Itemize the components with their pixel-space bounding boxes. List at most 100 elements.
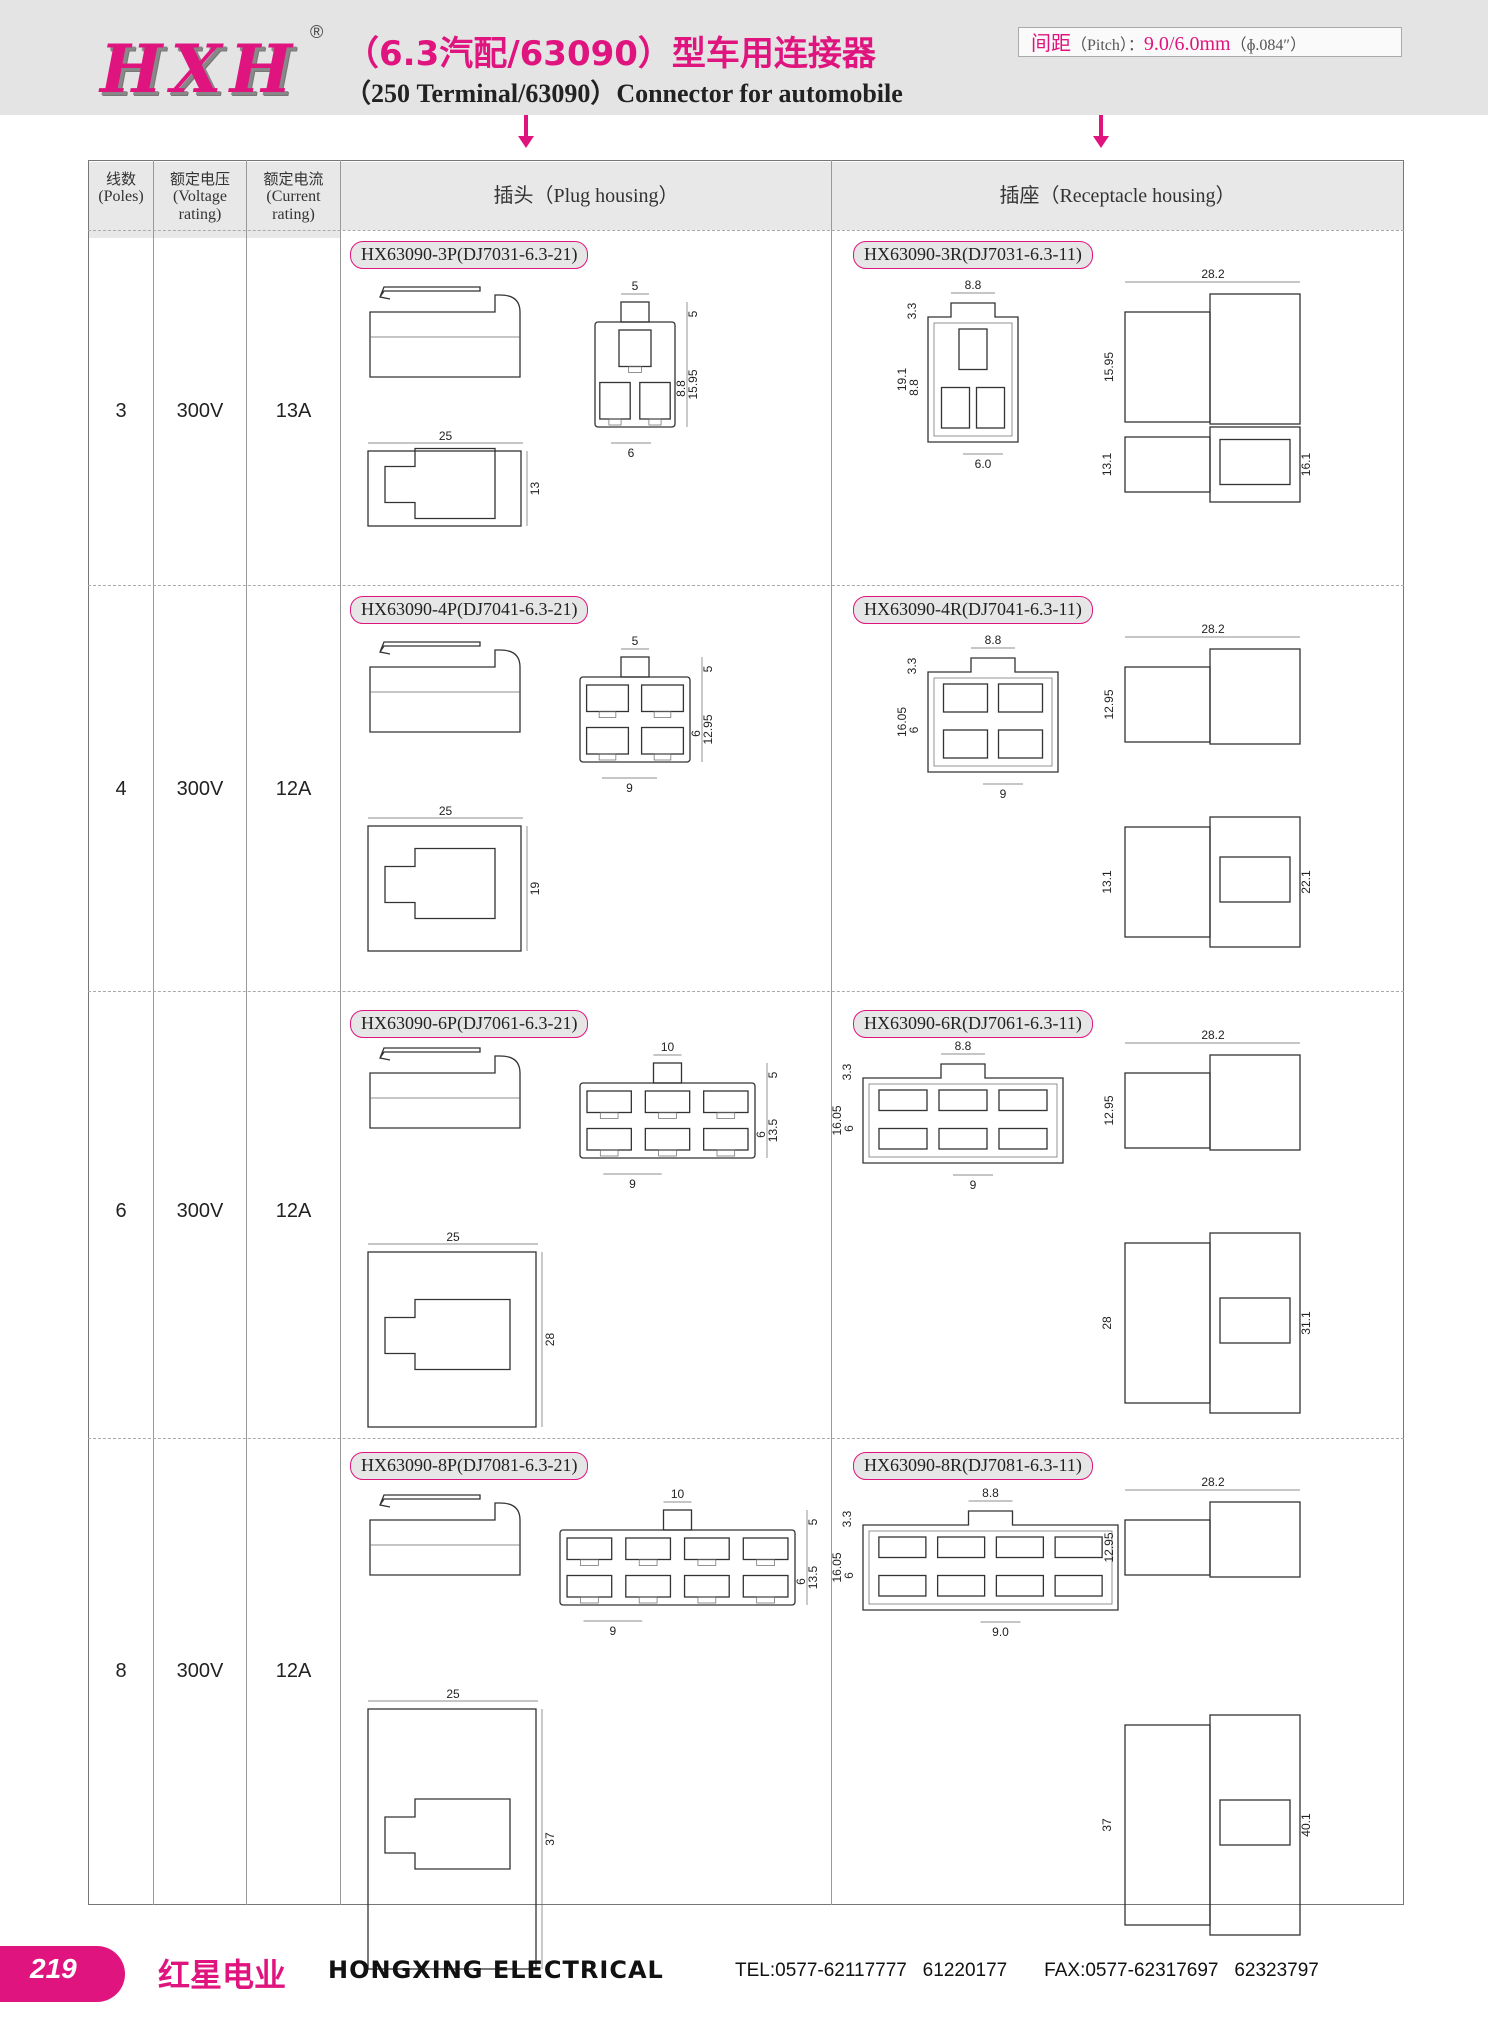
dim-side-height: 28 (543, 1333, 557, 1347)
col-divider (246, 160, 247, 1905)
page-header (0, 0, 1488, 115)
dim-rec-h3: 6 (842, 1125, 856, 1132)
dim-rec-h1: 3.3 (905, 657, 919, 674)
row-4-poles: 4 (115, 778, 127, 800)
brand-name-cn: 红星电业 (158, 1956, 287, 1994)
plug-model-8p: HX63090-8P(DJ7081-6.3-21) (350, 1452, 589, 1480)
dim-rec-pitch: 9 (970, 1178, 977, 1192)
col-divider (153, 160, 154, 1905)
dim-rec-length: 28.2 (1201, 1028, 1225, 1042)
plug-model-4p: HX63090-4P(DJ7041-6.3-21) (350, 596, 589, 624)
row-6-current: 12A (275, 1200, 312, 1222)
dim-rec-side-height: 12.95 (1102, 1532, 1116, 1562)
page-number: 219 (30, 1953, 77, 1984)
receptacle-arrow-head (1093, 136, 1109, 148)
dim-face-h3: 12.95 (701, 714, 715, 744)
dim-face-h3: 15.95 (686, 369, 700, 399)
header-receptacle: 插座（Receptacle housing） (832, 162, 1403, 230)
dim-face-width: 5 (632, 279, 639, 293)
dim-rec-length: 28.2 (1201, 1475, 1225, 1489)
dim-face-h1: 5 (686, 310, 700, 317)
dim-rec-face-width: 8.8 (955, 1039, 972, 1053)
dim-rec-side-height: 12.95 (1102, 689, 1116, 719)
plug-side-view (369, 286, 521, 378)
receptacle-face-view: 8.8 3.3 16.056 9 (830, 1039, 1064, 1192)
pitch-label-en: （Pitch）： (1071, 37, 1144, 54)
pitch-note: （ɸ.084″） (1230, 37, 1307, 54)
dim-rec-h1: 3.3 (905, 302, 919, 319)
row-3-poles: 3 (115, 400, 127, 422)
dim-rec-face-width: 8.8 (985, 633, 1002, 647)
dim-face-h2: 6 (754, 1131, 768, 1138)
receptacle-bottom-view: 13.1 22.1 (1100, 816, 1313, 948)
dim-rec-face-width: 8.8 (982, 1486, 999, 1500)
dim-rec-h2: 16.05 (830, 1552, 844, 1582)
dim-rec-h1: 3.3 (840, 1063, 854, 1080)
header-plug: 插头（Plug housing） (341, 162, 831, 230)
dim-pitch: 6 (628, 446, 635, 460)
row-8-poles: 8 (115, 1660, 127, 1682)
plug-model-6p: HX63090-6P(DJ7061-6.3-21) (350, 1010, 589, 1038)
col-divider (340, 160, 341, 1905)
pitch-label-cn: 间距 (1031, 31, 1071, 55)
dim-face-width: 10 (671, 1487, 685, 1501)
row-3-voltage: 300V (176, 400, 224, 422)
header-voltage: 额定电压(Voltage rating) (154, 162, 246, 238)
plug-side-view (369, 1047, 521, 1129)
dim-rec-h1: 3.3 (840, 1510, 854, 1527)
contact-info: TEL:0577-62117777 61220177 FAX:0577-6231… (735, 1960, 1319, 1981)
receptacle-model-3r: HX63090-3R(DJ7031-6.3-11) (853, 241, 1093, 269)
dim-rec-bottom-h2: 40.1 (1299, 1813, 1313, 1837)
plug-arrow-head (518, 136, 534, 148)
dim-face-h3: 13.5 (766, 1118, 780, 1142)
plug-side-view (369, 641, 521, 733)
dim-face-h2: 8.8 (674, 380, 688, 397)
plug-face-view: 5 5 15.958.8 6 (594, 279, 700, 460)
plug-bottom-view: 25 13 (367, 429, 542, 527)
brand-name-en: HONGXING ELECTRICAL (328, 1956, 664, 1984)
row-6-poles: 6 (115, 1200, 127, 1222)
dim-face-h1: 5 (701, 665, 715, 672)
dim-face-h1: 5 (766, 1071, 780, 1078)
dim-top-length: 25 (439, 429, 453, 443)
dim-face-h2: 6 (689, 730, 703, 737)
plug-model-3p: HX63090-3P(DJ7031-6.3-21) (350, 241, 589, 269)
registered-mark: ® (310, 22, 324, 42)
dim-rec-bottom-h2: 22.1 (1299, 870, 1313, 894)
dim-rec-h2: 19.1 (895, 367, 909, 391)
col-divider (831, 160, 832, 1905)
dim-rec-bottom-h1: 28 (1100, 1316, 1114, 1330)
dim-rec-bottom-h1: 13.1 (1100, 870, 1114, 894)
dim-top-length: 25 (446, 1687, 460, 1701)
receptacle-side-view: 28.215.95 (1102, 267, 1301, 425)
dim-rec-pitch: 9.0 (992, 1625, 1009, 1639)
plug-bottom-view: 25 37 (367, 1687, 557, 1970)
dim-rec-pitch: 6.0 (975, 457, 992, 471)
receptacle-side-view: 28.212.95 (1102, 622, 1301, 745)
dim-side-height: 37 (543, 1832, 557, 1846)
dim-rec-bottom-h2: 16.1 (1299, 452, 1313, 476)
dim-rec-h3: 6 (907, 726, 921, 733)
row-8-voltage: 300V (176, 1660, 224, 1682)
receptacle-face-view: 8.83.319.18.86.0 (895, 278, 1019, 471)
dim-side-height: 13 (528, 482, 542, 496)
dim-pitch: 9 (610, 1624, 617, 1638)
plug-side-view (369, 1494, 521, 1576)
dim-face-width: 10 (661, 1040, 675, 1054)
dim-top-length: 25 (446, 1230, 460, 1244)
dim-rec-h2: 16.05 (830, 1105, 844, 1135)
row-8-current: 12A (275, 1660, 312, 1682)
dim-rec-side-height: 12.95 (1102, 1095, 1116, 1125)
page-title-en: （250 Terminal/63090）Connector for automo… (345, 79, 903, 108)
page-title-cn: （6.3汽配/63090）型车用连接器 (345, 34, 876, 74)
row-divider (88, 585, 1404, 586)
dim-face-width: 5 (632, 634, 639, 648)
plug-bottom-view: 25 28 (367, 1230, 557, 1428)
